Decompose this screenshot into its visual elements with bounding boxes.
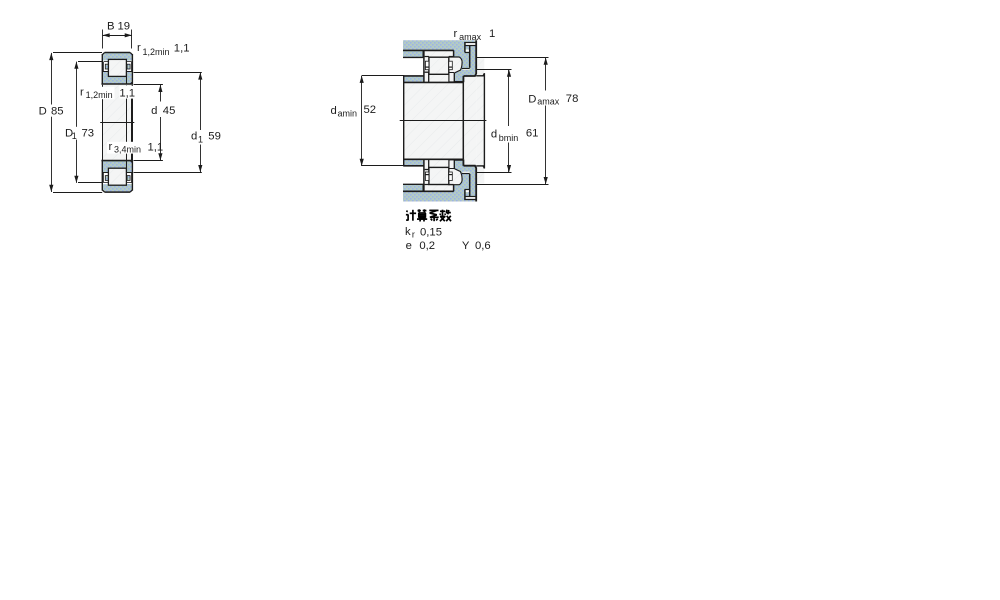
svg-text:D: D (65, 127, 73, 139)
svg-text:r: r (137, 42, 141, 54)
svg-text:amin: amin (338, 108, 358, 118)
svg-text:1,1: 1,1 (174, 42, 190, 54)
svg-text:r: r (109, 141, 113, 153)
svg-text:0,2: 0,2 (419, 240, 435, 252)
svg-text:amax: amax (459, 32, 482, 42)
svg-text:1,2min: 1,2min (143, 47, 170, 57)
svg-text:d: d (491, 128, 497, 140)
svg-text:1: 1 (72, 131, 77, 141)
svg-text:Y: Y (462, 240, 470, 252)
svg-text:D: D (528, 93, 536, 105)
svg-text:d: d (191, 130, 197, 142)
svg-text:r: r (80, 86, 84, 98)
svg-text:D: D (39, 106, 47, 118)
svg-text:k: k (405, 226, 411, 238)
svg-text:45: 45 (163, 105, 176, 117)
svg-text:1: 1 (198, 134, 203, 144)
svg-text:73: 73 (82, 127, 95, 139)
svg-text:3,4min: 3,4min (114, 144, 141, 154)
svg-text:1: 1 (489, 28, 495, 40)
svg-text:52: 52 (364, 104, 377, 116)
svg-text:19: 19 (118, 20, 131, 32)
svg-text:0,15: 0,15 (420, 226, 442, 238)
svg-text:1,1: 1,1 (119, 88, 135, 100)
svg-text:85: 85 (51, 106, 64, 118)
svg-text:78: 78 (566, 93, 579, 105)
svg-text:r: r (454, 28, 458, 40)
svg-text:0,6: 0,6 (475, 240, 491, 252)
svg-text:e: e (406, 240, 412, 252)
svg-text:bmin: bmin (499, 133, 519, 143)
svg-text:d: d (151, 105, 157, 117)
svg-text:r: r (412, 229, 415, 239)
svg-text:1,1: 1,1 (148, 141, 164, 153)
svg-text:B: B (107, 20, 115, 32)
svg-text:1,2min: 1,2min (86, 90, 113, 100)
svg-text:d: d (331, 105, 337, 117)
svg-text:amax: amax (537, 96, 560, 106)
svg-text:59: 59 (208, 130, 221, 142)
svg-text:61: 61 (526, 128, 539, 140)
